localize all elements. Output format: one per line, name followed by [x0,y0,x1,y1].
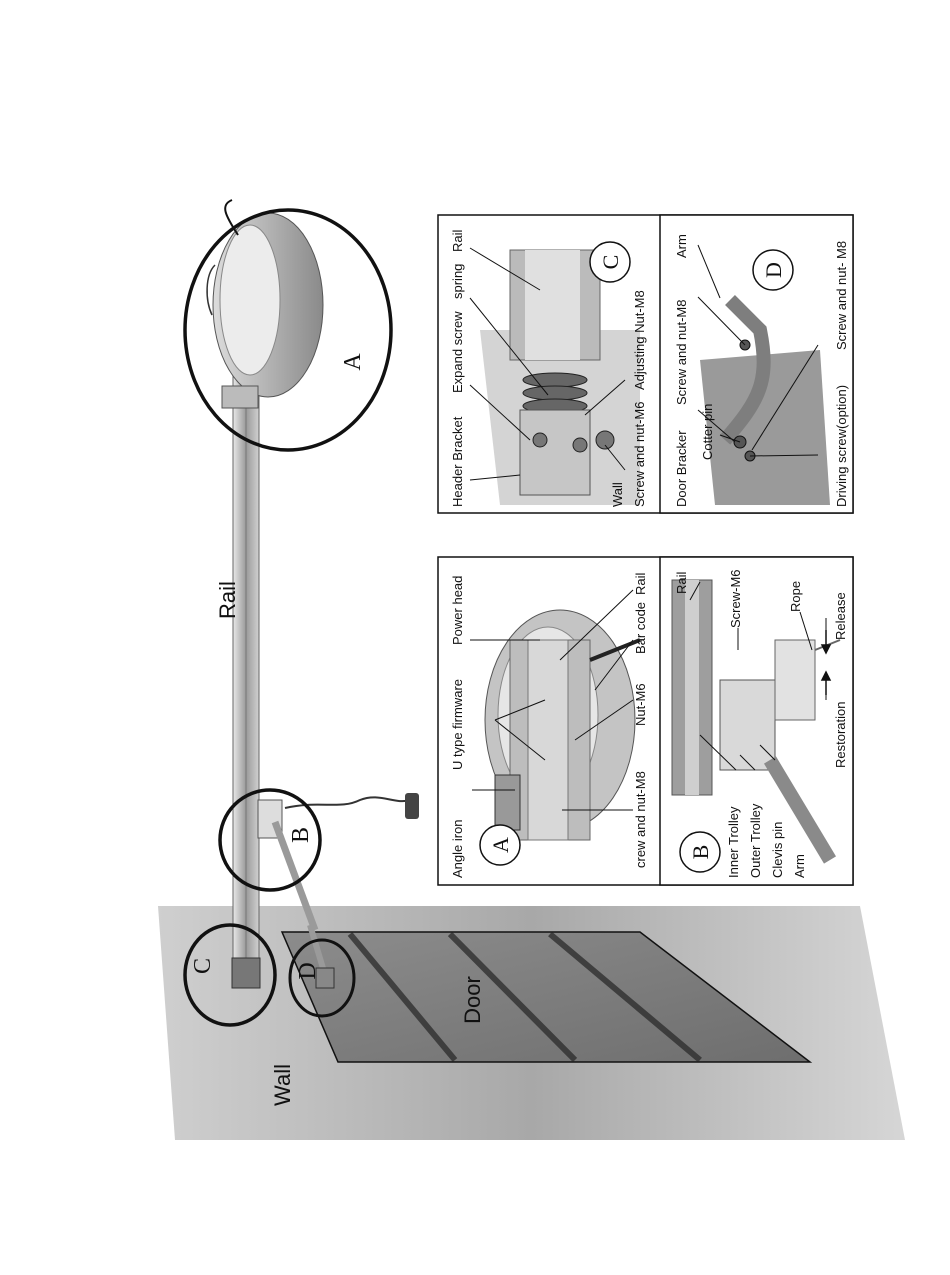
detail-panel-b: B Inner Trolley Outer Trolley Clevis pin… [659,556,854,886]
panel-d-cotter-pin: Cotter pin [700,404,715,460]
panel-c-spring: spring [450,264,465,299]
panel-a-nut-m6: Nut-M6 [633,683,648,726]
panel-b-photo [671,579,841,864]
panel-a-angle-iron: Angle iron [450,819,465,878]
panel-a-leaders [470,589,634,811]
panel-b-rope: Rope [788,581,803,612]
rail-label: Rail [215,581,240,619]
panel-a-power-head: Power head [450,576,465,645]
panel-c-wall: Wall [610,482,625,507]
callout-d-label: D [295,962,321,979]
panel-b-clevis-pin: Clevis pin [770,822,785,878]
panel-d-screw-and-nut-m8-b: Screw and nut- M8 [834,241,849,350]
panel-c-rail: Rail [450,229,465,252]
callout-a-label: A [340,353,366,371]
door-grooves [347,931,702,1063]
detail-panel-d: D Door Bracker Screw and nut-M8 Arm Cott… [659,214,854,514]
panel-d-door-bracker: Door Bracker [674,430,689,507]
panel-a-rail: Rail [633,572,648,595]
callout-circle-a: A [183,208,393,452]
panel-d-letter: D [761,262,786,278]
callout-c-label: C [190,958,216,974]
panel-b-rail: Rail [674,571,689,594]
door-panel [280,931,813,1063]
panel-d-driving-screw: Driving screw(option) [834,385,849,507]
panel-d-photo [700,295,830,505]
callout-circle-d: D [288,938,356,1018]
panel-b-screw-m6: Screw-M6 [728,569,743,628]
callout-circle-b: B [218,788,322,892]
wall-label: Wall [270,1064,295,1106]
power-head [206,199,324,409]
panel-b-letter: B [688,845,713,860]
door-label: Door [460,976,485,1024]
panel-a-u-type-firmware: U type firmware [450,679,465,770]
panel-b-release: Release [833,592,848,640]
panel-d-screw-and-nut-m8: Screw and nut-M8 [674,300,689,406]
panel-b-arrows [820,630,832,695]
panel-b-arm: Arm [792,854,807,878]
panel-c-header-bracket: Header Bracket [450,416,465,507]
callout-circle-c: C [183,923,277,1027]
panel-c-expand-screw: Expand screw [450,311,465,393]
panel-a-crew-and-nut-m8: crew and nut-M8 [633,771,648,868]
panel-b-outer-trolley: Outer Trolley [748,803,763,878]
trolley-arm [257,793,419,976]
panel-c-adjusting-nut-m8: Adjusting Nut-M8 [632,290,647,390]
panel-a-bar-code: Bar code [633,602,648,654]
main-scene: A B C D Rail Door Wall [158,199,905,1140]
panel-d-arm: Arm [674,234,689,258]
panel-a-letter: A [488,837,513,853]
panel-c-letter: C [598,255,623,270]
callout-b-label: B [288,827,314,843]
panel-b-restoration: Restoration [833,702,848,768]
panel-b-inner-trolley: Inner Trolley [726,806,741,878]
panel-c-photo [480,249,640,505]
panel-a-photo [484,609,641,841]
panel-c-screw-and-nut-m6: Screw and nut-M6 [632,402,647,508]
panel-c-leaders [469,247,626,481]
panel-d-leaders [697,244,819,457]
